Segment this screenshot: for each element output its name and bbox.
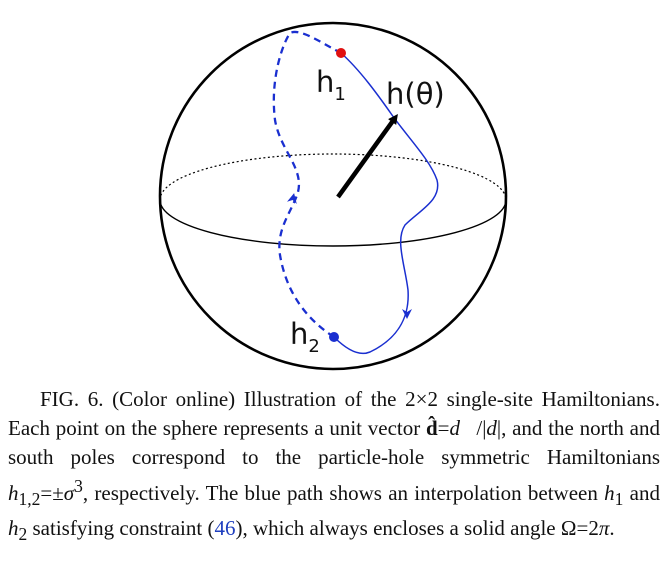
figure-caption: FIG. 6. (Color online) Illustration of t…	[8, 387, 660, 545]
path-dashed	[272, 30, 342, 338]
h1-label: h1	[316, 65, 346, 105]
h-theta-arrow	[336, 113, 398, 199]
equator-front	[159, 199, 507, 247]
equator-back	[159, 153, 507, 201]
caption-fig-label: FIG. 6.	[40, 387, 104, 411]
h2-point	[329, 332, 339, 342]
h2-label: h2	[290, 317, 320, 357]
h1-point	[336, 48, 346, 58]
sphere-figure: h1 h(θ) h2	[158, 21, 508, 371]
equation-ref-link[interactable]: 46	[214, 516, 236, 541]
h-theta-label: h(θ)	[386, 77, 445, 111]
sphere-outline	[158, 21, 508, 371]
sphere-illustration: h1 h(θ) h2	[158, 21, 508, 371]
